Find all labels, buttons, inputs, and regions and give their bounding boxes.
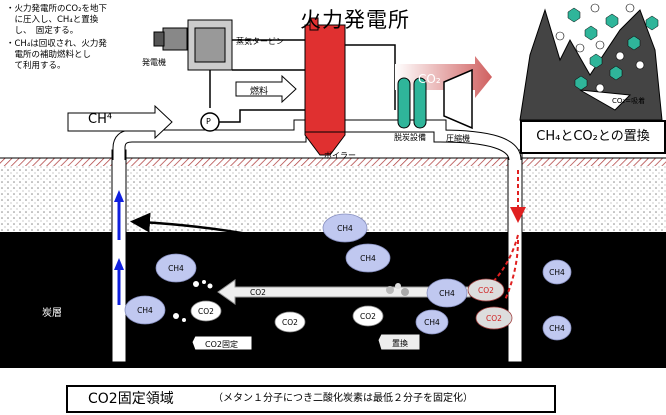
ch4-cloud-3 xyxy=(155,253,197,283)
steam-turbine-label: 蒸気タービン xyxy=(236,37,284,46)
substitution-sign-label: 置換 xyxy=(392,339,408,348)
co2-label-red: CO2 xyxy=(486,314,502,323)
co2-label: CO2 xyxy=(198,307,214,316)
fixation-sign-arrow xyxy=(191,335,253,351)
ch4-cloud-6 xyxy=(415,309,449,335)
ch4-cloud-7 xyxy=(542,259,572,285)
decarbonization-tower-2 xyxy=(413,77,427,129)
ch4-cloud-5 xyxy=(426,278,468,308)
ch4-label: CH4 xyxy=(360,254,376,263)
fixation-sign-label: CO2固定 xyxy=(205,340,238,349)
co2-cloud-2 xyxy=(274,311,306,333)
boiler xyxy=(304,24,346,156)
fuel-arrow xyxy=(235,74,297,104)
ch4-migration-arrow xyxy=(130,212,351,260)
ch4-cloud-2 xyxy=(345,243,391,273)
ch4-cloud-8 xyxy=(542,315,572,341)
pump-label: P xyxy=(206,117,211,126)
fixation-region-note: （メタン１分子につき二酸化炭素は最低２分子を固定化） xyxy=(213,393,473,404)
compressor-label: 圧縮機 xyxy=(446,134,470,143)
generator-label: 発電機 xyxy=(142,58,166,67)
sediment-layer-upper xyxy=(0,166,666,214)
co2-label: CO2 xyxy=(250,288,266,297)
co2-label: CO2 xyxy=(282,318,298,327)
coal-pore-inset xyxy=(519,8,663,121)
coal-seam xyxy=(0,232,666,368)
ch4-label: CH4 xyxy=(549,268,565,277)
ch4-label: CH4 xyxy=(424,318,440,327)
adsorption-label: CO₂=吸着 xyxy=(612,97,646,105)
co2-cloud-red-1 xyxy=(467,278,505,302)
adsorbed-molecules xyxy=(567,7,659,91)
substitution-caption: CH₄とCO₂との置換 xyxy=(520,120,666,154)
compressor xyxy=(443,68,473,130)
co2-label-red: CO2 xyxy=(478,286,494,295)
co2-cloud-red-2 xyxy=(475,306,513,330)
ground-surface xyxy=(0,158,666,166)
boiler-label: ボイラー xyxy=(324,151,356,160)
substitution-sign-arrow xyxy=(377,333,421,351)
ch4-label: CH4 xyxy=(439,289,455,298)
production-well xyxy=(111,149,127,363)
fixation-region-box: CO2固定領域 （メタン１分子につき二酸化炭素は最低２分子を固定化） xyxy=(66,385,556,413)
note-2: ・CH₄は回収され、火力発 電所の補助燃料とし て利用する。 xyxy=(6,39,107,71)
decarbonization-tower-1 xyxy=(397,77,411,129)
ch4-label: CH4 xyxy=(337,224,353,233)
co2-cloud-1 xyxy=(190,300,222,322)
ch4-input-arrow xyxy=(67,104,173,140)
ch4-cloud-1 xyxy=(322,213,368,243)
co2-label: CO2 xyxy=(360,312,376,321)
explanation-notes: ・火力発電所のCO₂を地下 に圧入し、CH₄と置換 し、 固定する。 ・CH₄は… xyxy=(6,4,171,74)
ch4-label: CH4 xyxy=(137,306,153,315)
ch4-label: CH4 xyxy=(549,324,565,333)
co2-output-label: CO₂ xyxy=(418,72,441,86)
co2-cloud-3 xyxy=(352,305,384,327)
ch4-cloud-4 xyxy=(124,295,166,325)
note-1: ・火力発電所のCO₂を地下 に圧入し、CH₄と置換 し、 固定する。 xyxy=(6,4,108,36)
fixation-region-title: CO2固定領域 xyxy=(88,391,174,407)
coal-layer-label: 炭層 xyxy=(42,308,62,319)
ch4-label: CH4 xyxy=(168,264,184,273)
ch4-input-label: CH⁴ xyxy=(88,112,113,127)
page-title: 火力発電所 xyxy=(300,8,410,32)
decarbonization-label: 脱炭設備 xyxy=(394,133,426,142)
fuel-label: 燃料 xyxy=(250,87,269,97)
